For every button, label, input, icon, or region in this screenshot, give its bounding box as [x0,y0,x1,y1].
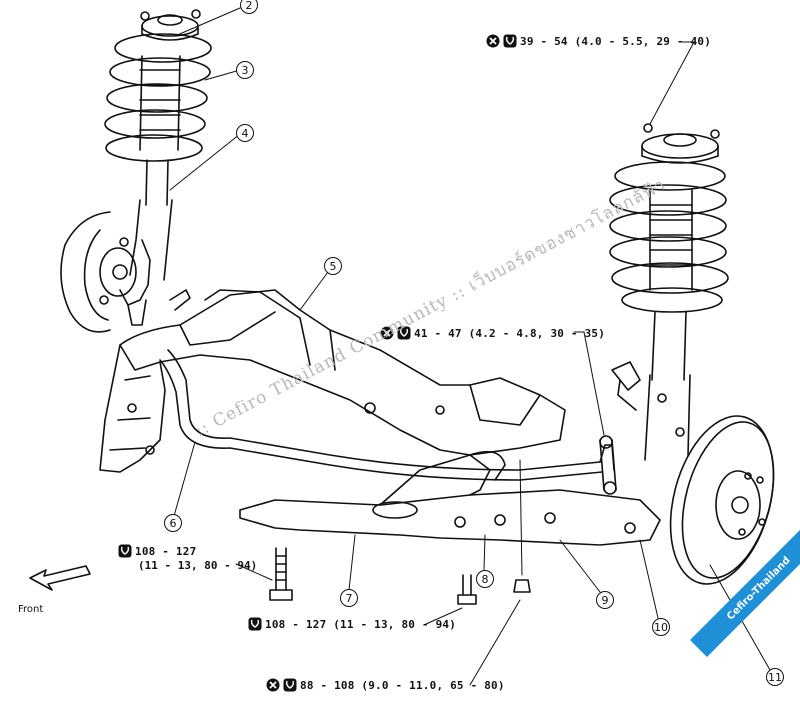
stabilizer-link [599,435,617,495]
callout-10: 10 [652,618,670,636]
x-circle-icon [486,34,500,48]
torque-wrench-icon [503,34,517,48]
right-strut-assembly [609,123,775,585]
leader-lines [169,7,771,686]
front-label: Front [18,604,44,615]
torque-spec-crossmember-left-line1: 108 - 127 [135,544,197,558]
front-arrow-icon [29,565,91,591]
torque-wrench-icon [118,544,132,558]
torque-wrench-icon [248,617,262,631]
torque-spec-strut-top: 39 - 54 (4.0 - 5.5, 29 - 40) [486,34,711,48]
x-circle-icon [266,678,280,692]
torque-spec-crossmember-left: 108 - 127 [118,544,196,558]
torque-spec-crossmember-center-text: 108 - 127 (11 - 13, 80 - 94) [265,617,457,631]
callout-9: 9 [596,591,614,609]
bolt-left [269,547,293,601]
callout-3: 3 [236,61,254,79]
callout-11: 11 [766,668,784,686]
x-circle-icon [380,326,394,340]
torque-spec-lower-arm-text: 88 - 108 (9.0 - 11.0, 65 - 80) [300,678,505,692]
torque-spec-stabilizer-link-text: 41 - 47 (4.2 - 4.8, 30 - 35) [414,326,606,340]
callout-2: 2 [240,0,258,14]
torque-spec-crossmember-center: 108 - 127 (11 - 13, 80 - 94) [248,617,456,631]
callout-8: 8 [476,570,494,588]
callout-7: 7 [340,589,358,607]
torque-spec-crossmember-left-line2: (11 - 13, 80 - 94) [138,559,258,572]
torque-wrench-icon [397,326,411,340]
callout-6: 6 [164,514,182,532]
torque-spec-strut-top-text: 39 - 54 (4.0 - 5.5, 29 - 40) [520,34,712,48]
torque-spec-lower-arm: 88 - 108 (9.0 - 11.0, 65 - 80) [266,678,505,692]
left-strut-assembly [60,9,212,333]
nut-lower [513,579,531,593]
torque-wrench-icon [283,678,297,692]
bolt-center [457,574,477,605]
callout-4: 4 [236,124,254,142]
callout-5: 5 [324,257,342,275]
torque-spec-stabilizer-link: 41 - 47 (4.2 - 4.8, 30 - 35) [380,326,605,340]
lower-link [239,450,661,546]
crossmember [99,289,566,473]
